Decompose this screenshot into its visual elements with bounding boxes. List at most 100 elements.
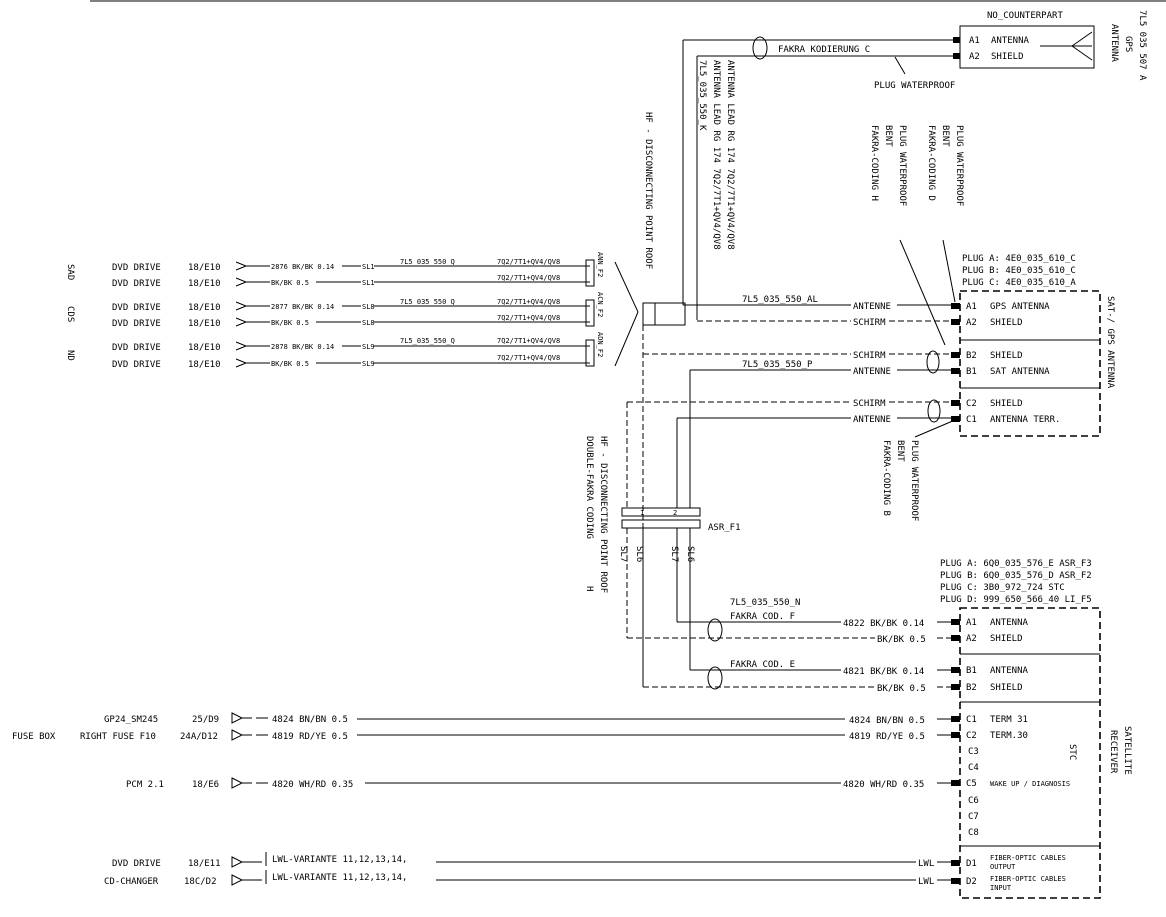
dvd-row: DVD DRIVE 18/E10 2876 BK/BK 0.14 SL1 7L5… (112, 258, 560, 273)
conn-ann-f2: ANN_F2 (596, 252, 604, 277)
sat-pin-c1: C1 (966, 415, 977, 425)
sat-gps-title: SAT-/ GPS ANTENNA (1105, 296, 1115, 389)
sat-pin-a1: A1 (966, 302, 977, 312)
sat-wire-b2: SCHIRM (853, 351, 886, 361)
sat-gps-antenna: PLUG A: 4E0_035_610_C PLUG B: 4E0_035_61… (627, 254, 1115, 437)
source-wire: 4820 WH/RD 0.35 (272, 780, 353, 790)
dvd-row-wire: 2878 BK/BK 0.14 (271, 343, 334, 351)
rx-pin-d2: D2 (966, 877, 977, 887)
rx-pin-d1: D1 (966, 859, 977, 869)
source-name: CD-CHANGER (104, 877, 159, 887)
rx-pin-c7: C7 (968, 812, 979, 822)
dvd-row: DVD DRIVE 18/E10 2878 BK/BK 0.14 SL9 7L5… (112, 337, 560, 353)
rx-wire-b2: BK/BK 0.5 (877, 684, 926, 694)
sat-plug-a: PLUG A: 4E0_035_610_C (962, 254, 1076, 264)
rx-wire-b1: 4821 BK/BK 0.14 (843, 667, 924, 677)
rx-plug-c: PLUG C: 3B0_972_724 STC (940, 583, 1065, 593)
dvd-row: DVD DRIVE 18/E10 BK/BK 0.5 SL8 7Q2/7T1+Q… (112, 314, 560, 329)
rx-wire-c1: 4824 BN/BN 0.5 (849, 716, 925, 726)
source-wire: LWL-VARIANTE 11,12,13,14, (272, 855, 407, 865)
gps-part-number: 7L5 035 507 A (1137, 10, 1147, 81)
asr-f1-label: ASR_F1 (708, 523, 741, 533)
sat-gps-box (959, 290, 1101, 437)
source-name: RIGHT FUSE F10 (80, 732, 156, 742)
callout-c-line3: FAKRA-CODING B (881, 440, 891, 516)
dvd-row-lead: 7L5_035_550_Q (400, 258, 455, 266)
callout-b-line1: PLUG WATERPROOF (897, 125, 907, 206)
hf-disconnecting-roof: HF - DISCONNECTING POINT ROOF (643, 112, 653, 269)
antenna-lead: 7L5_035_550_K ANTENNA LEAD RG 174 7Q2/7T… (643, 40, 735, 320)
dvd-row-sl: SL9 (362, 343, 375, 351)
source-row: CD-CHANGER 18C/D2 LWL-VARIANTE 11,12,13,… (104, 873, 407, 887)
dvd-row-loc: 18/E10 (188, 263, 221, 273)
dvd-row-code: 7Q2/7T1+QV4/QV8 (497, 298, 560, 306)
rx-pin-a1-label: ANTENNA (990, 618, 1029, 628)
dvd-row-sl: SL1 (362, 279, 375, 287)
rx-pin-d1-label: FIBER-OPTIC CABLES (990, 854, 1066, 862)
sat-pin-a2: A2 (966, 318, 977, 328)
rx-pin-d2-label: FIBER-OPTIC CABLES (990, 875, 1066, 883)
asr-mark: 2 (673, 509, 677, 517)
sat-pin-c2-label: SHIELD (990, 399, 1023, 409)
rx-pin-d1-label2: OUTPUT (990, 863, 1016, 871)
gps-pin-a2-label: SHIELD (991, 52, 1024, 62)
source-loc: 24A/D12 (180, 732, 218, 742)
asr-sl-1: SL7 (618, 546, 628, 562)
rx-pin-c5-label: WAKE UP / DIAGNOSIS (990, 780, 1070, 788)
lead-al-label: 7L5_035_550_AL (742, 295, 818, 305)
callout-a-line1: PLUG WATERPROOF (954, 125, 964, 206)
rx-pin-b2: B2 (966, 683, 977, 693)
dvd-row-name: DVD DRIVE (112, 343, 161, 353)
rx-pin-c3: C3 (968, 747, 979, 757)
source-row: PCM 2.1 18/E6 4820 WH/RD 0.35 (126, 777, 353, 790)
rx-wire-c5: 4820 WH/RD 0.35 (843, 780, 924, 790)
receiver-title1: SATELLITE (1122, 726, 1132, 775)
sat-pin-b1: B1 (966, 367, 977, 377)
dvd-row-name: DVD DRIVE (112, 319, 161, 329)
source-name: PCM 2.1 (126, 780, 164, 790)
gps-pin-a1: A1 (969, 36, 980, 46)
source-name: GP24_SM245 (104, 715, 158, 725)
rx-pin-b1: B1 (966, 666, 977, 676)
source-loc: 18/E11 (188, 859, 221, 869)
dvd-row-sl: SL8 (362, 303, 375, 311)
source-prefix: FUSE BOX (12, 732, 56, 742)
dvd-wires (235, 259, 595, 368)
coding-ellipse (752, 36, 768, 60)
sat-wire-b1: ANTENNE (853, 367, 891, 377)
fakra-cod-f: FAKRA COD. F (730, 612, 795, 622)
satellite-receiver: PLUG A: 6Q0_035_576_E ASR_F3 PLUG B: 6Q0… (265, 559, 1132, 899)
plug-pointer (894, 56, 906, 75)
dvd-row-loc: 18/E10 (188, 303, 221, 313)
gps-plug-waterproof: PLUG WATERPROOF (874, 81, 955, 91)
callout-a-line2: BENT (940, 125, 950, 147)
sat-plug-c: PLUG C: 4E0_035_610_A (962, 278, 1076, 288)
dvd-row-wire: 2876 BK/BK 0.14 (271, 263, 334, 271)
lead-k-line3: ANTENNA LEAD RG 174 7Q2/7T1+QV4/QV8 (725, 60, 735, 250)
dvd-row-loc: 18/E10 (188, 319, 221, 329)
source-row: DVD DRIVE 18/E11 LWL-VARIANTE 11,12,13,1… (112, 855, 407, 869)
sat-wire-a2: SCHIRM (853, 318, 886, 328)
sat-pin-c2: C2 (966, 399, 977, 409)
left-sources: GP24_SM245 25/D9 4824 BN/BN 0.5 FUSE BOX… (12, 712, 407, 887)
dvd-row-lead: 7L5_035_550_Q (400, 298, 455, 306)
rx-pin-a1: A1 (966, 618, 977, 628)
gps-antenna-box (959, 25, 1095, 69)
rx-wire-c2: 4819 RD/YE 0.5 (849, 732, 925, 742)
receiver-title2: RECEIVER (1108, 730, 1118, 774)
lead-k-line2: ANTENNA LEAD RG 174 7Q2/7T1+QV4/QV8 (711, 60, 721, 250)
rx-pin-c5: C5 (966, 779, 977, 789)
callout-b-line3: FAKRA-CODING H (869, 125, 879, 201)
side-label-nd: ND (65, 350, 75, 361)
dvd-row-code: 7Q2/7T1+QV4/QV8 (497, 274, 560, 282)
rx-pin-c1: C1 (966, 715, 977, 725)
dvd-row-sl: SL9 (362, 360, 375, 368)
asr-mark: 1 (640, 509, 644, 517)
rx-pin-c6: C6 (968, 796, 979, 806)
side-label-cds: CDS (65, 306, 75, 322)
source-wire: LWL-VARIANTE 11,12,13,14, (272, 873, 407, 883)
asr-sl-3: SL7 (669, 546, 679, 562)
rx-pin-c8: C8 (968, 828, 979, 838)
sat-wire-c1: ANTENNE (853, 415, 891, 425)
